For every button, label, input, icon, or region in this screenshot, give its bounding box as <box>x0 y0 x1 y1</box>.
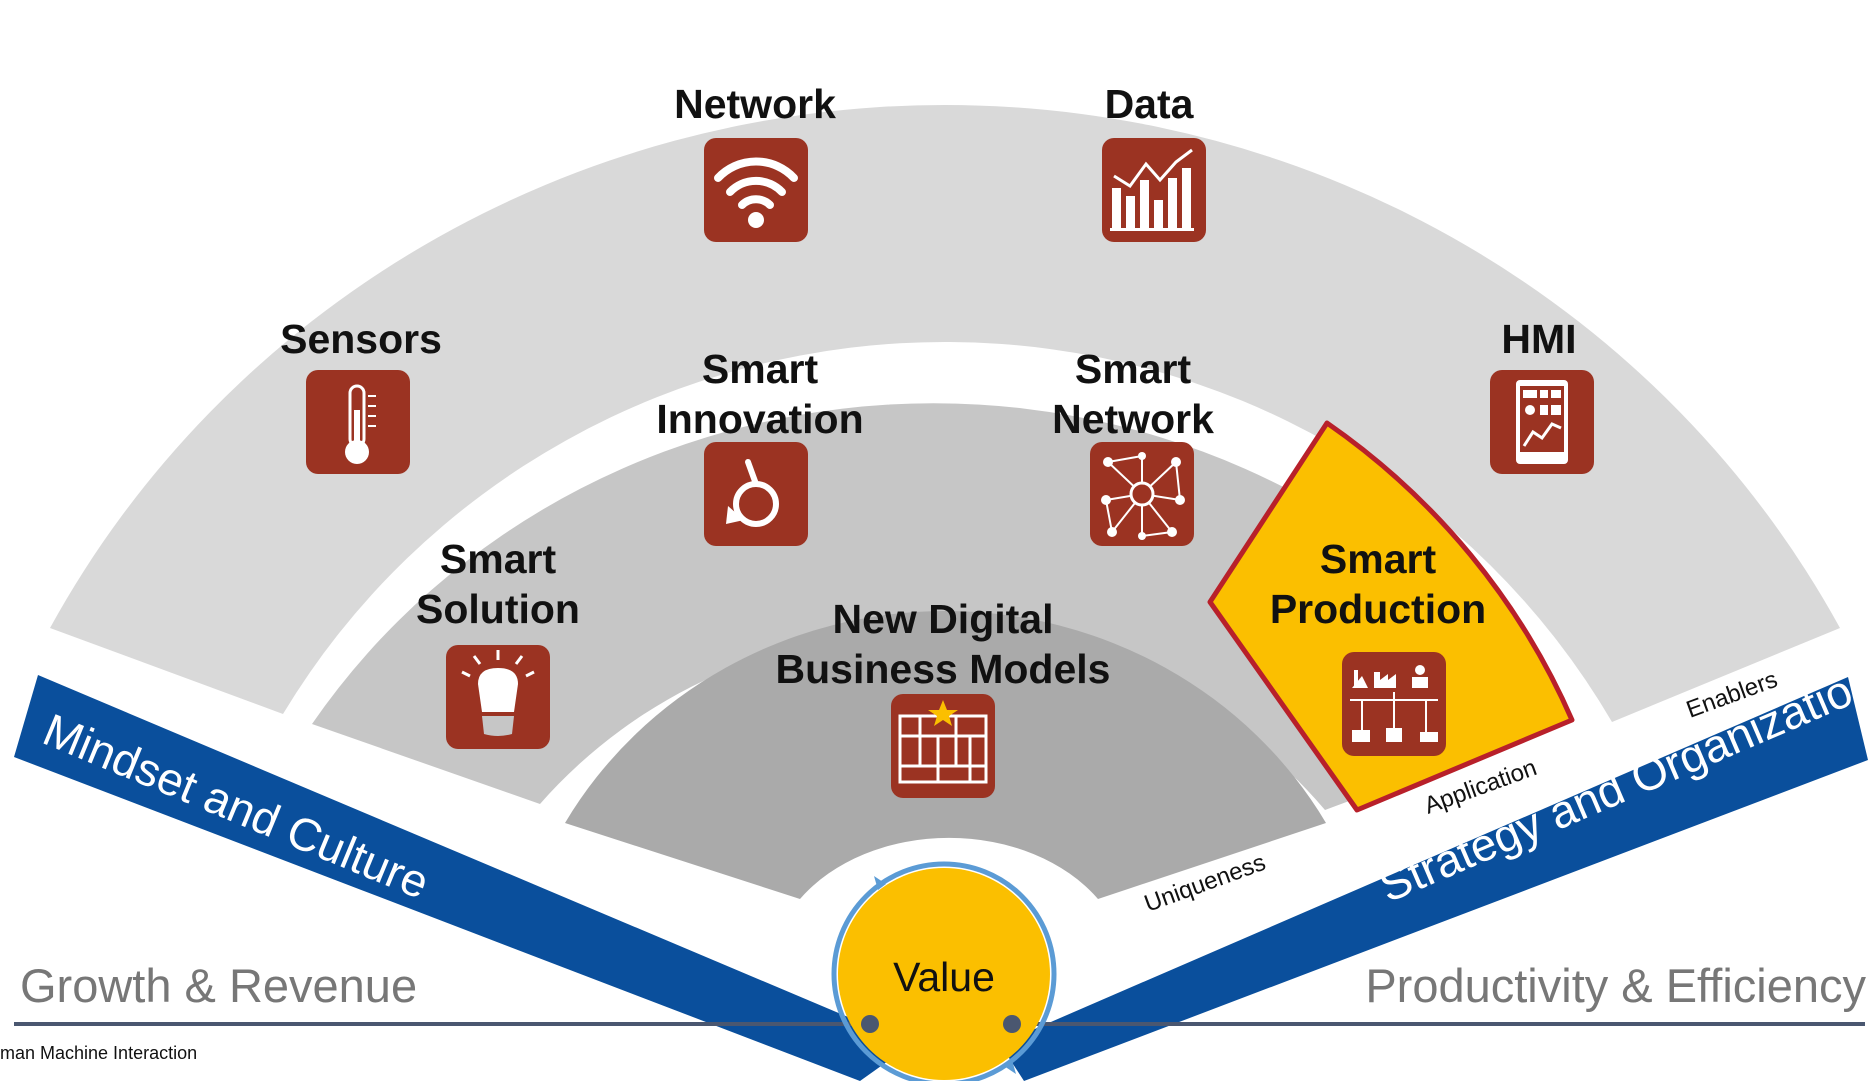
wifi-icon <box>704 138 808 242</box>
smart-solution-line1: Smart <box>440 536 557 582</box>
smart-production-highlight <box>1207 420 1575 813</box>
left-band <box>14 675 912 1081</box>
new-digital-line2: Business Models <box>776 646 1111 692</box>
network-label: Network <box>674 81 836 127</box>
outer-ring-enablers <box>50 104 1840 722</box>
smart-network-line2: Network <box>1052 396 1214 442</box>
tablet-dashboard-icon <box>1490 370 1594 474</box>
factory-icon <box>1342 652 1446 756</box>
right-connector-dot <box>1003 1015 1021 1033</box>
sensors-label: Sensors <box>280 316 442 362</box>
middle-ring-application <box>312 403 1555 810</box>
cycle-arrow-icon <box>704 442 808 546</box>
hmi-label: HMI <box>1501 316 1576 362</box>
right-band <box>1000 677 1868 1081</box>
smart-production-line1: Smart <box>1320 536 1437 582</box>
smart-solution-line2: Solution <box>416 586 580 632</box>
smart-production-line2: Production <box>1270 586 1486 632</box>
left-connector-dot <box>861 1015 879 1033</box>
new-digital-line1: New Digital <box>833 596 1054 642</box>
smart-innovation-line2: Innovation <box>656 396 863 442</box>
footnote: man Machine Interaction <box>0 1043 197 1063</box>
network-nodes-icon <box>1090 442 1194 546</box>
bar-chart-icon <box>1102 138 1206 242</box>
data-label: Data <box>1105 81 1195 127</box>
light-bulb-icon <box>446 645 550 749</box>
productivity-efficiency-label: Productivity & Efficiency <box>1365 959 1866 1012</box>
growth-revenue-label: Growth & Revenue <box>20 959 417 1012</box>
smart-innovation-line1: Smart <box>702 346 819 392</box>
thermometer-icon <box>306 370 410 474</box>
value-circle: Value <box>831 861 1057 1086</box>
business-grid-star-icon <box>891 694 995 798</box>
value-label: Value <box>893 954 995 1000</box>
smart-network-line1: Smart <box>1075 346 1192 392</box>
